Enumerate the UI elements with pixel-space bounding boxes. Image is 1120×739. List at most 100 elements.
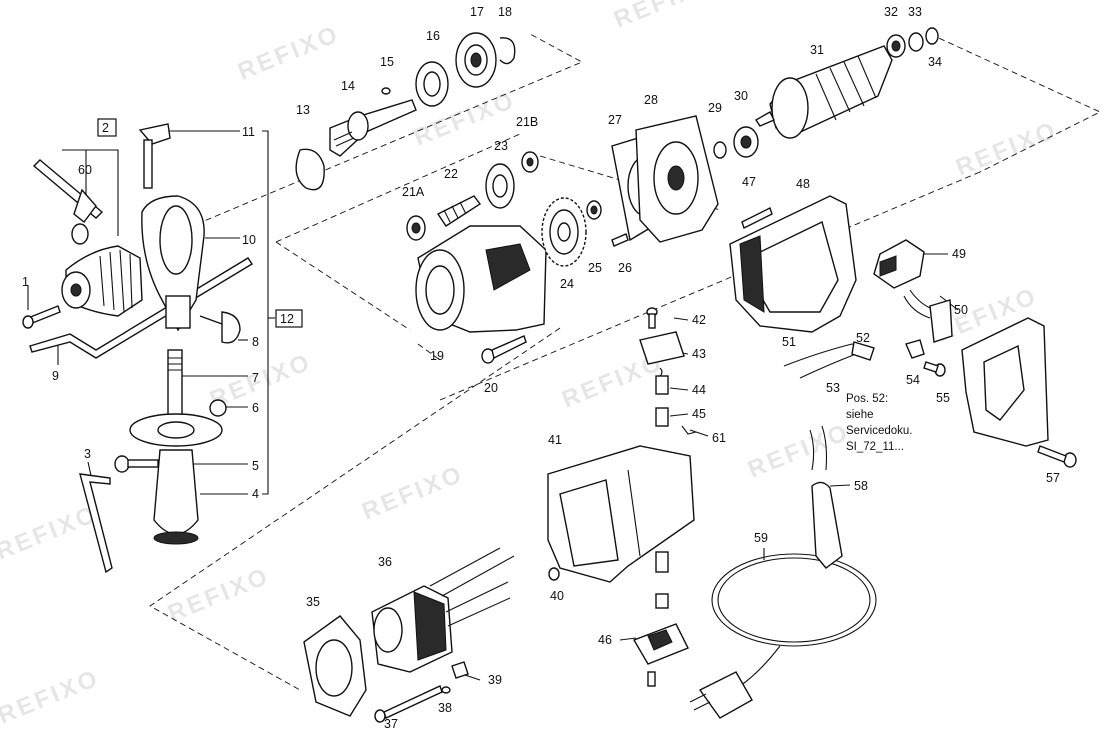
part-label: 53 bbox=[826, 381, 840, 395]
screw-42 bbox=[646, 307, 658, 329]
part-label: 29 bbox=[708, 101, 722, 115]
service-note: Pos. 52: siehe Servicedoku. SI_72_11... bbox=[846, 393, 912, 453]
part-label: 41 bbox=[548, 433, 562, 447]
key-15 bbox=[381, 87, 391, 95]
part-label: 17 bbox=[470, 5, 484, 19]
spring-61 bbox=[681, 425, 697, 435]
part-label: 46 bbox=[598, 633, 612, 647]
part-label: 37 bbox=[384, 717, 398, 731]
part-label: 48 bbox=[796, 177, 810, 191]
part-label: 18 bbox=[498, 5, 512, 19]
gear-24 bbox=[541, 197, 587, 267]
depth-stop-rod bbox=[29, 257, 253, 359]
screw-20 bbox=[481, 335, 527, 364]
part-label: 38 bbox=[438, 701, 452, 715]
circlip-18 bbox=[499, 37, 516, 65]
part-label: 24 bbox=[560, 277, 574, 291]
handle-cover-56 bbox=[961, 317, 1049, 447]
part-label: 61 bbox=[712, 431, 726, 445]
part-label: 13 bbox=[296, 103, 310, 117]
part-label: 47 bbox=[742, 175, 756, 189]
nut-6 bbox=[209, 399, 227, 417]
part-label: 20 bbox=[484, 381, 498, 395]
part-label: 36 bbox=[378, 555, 392, 569]
part-label: 45 bbox=[692, 407, 706, 421]
part-label: 15 bbox=[380, 55, 394, 69]
pin-26 bbox=[611, 233, 629, 247]
brush-set-lower bbox=[655, 551, 669, 609]
brush-44 bbox=[655, 367, 669, 395]
bearing-17 bbox=[455, 32, 497, 88]
bearing-plate-28 bbox=[635, 115, 719, 243]
label-box bbox=[275, 309, 303, 328]
cable-51-53 bbox=[783, 341, 875, 379]
part-label: 19 bbox=[430, 349, 444, 363]
clamp-ring bbox=[141, 195, 205, 332]
part-label: 21A bbox=[402, 185, 425, 199]
side-handle-4 bbox=[129, 413, 223, 545]
watermark: REFIXO bbox=[0, 500, 102, 565]
motor-housing-41 bbox=[547, 445, 695, 583]
part-label: 52 bbox=[856, 331, 870, 345]
bearing-30 bbox=[733, 126, 759, 158]
part-label: 33 bbox=[908, 5, 922, 19]
screw-40 bbox=[548, 567, 560, 581]
watermark: REFIXO bbox=[358, 460, 468, 525]
watermark: REFIXO bbox=[610, 0, 720, 34]
ring-34 bbox=[925, 27, 939, 45]
part-label: 59 bbox=[754, 531, 768, 545]
capacitor-50 bbox=[903, 289, 953, 343]
bearing-21B bbox=[521, 151, 539, 173]
part-label: 57 bbox=[1046, 471, 1060, 485]
part-label: 34 bbox=[928, 55, 942, 69]
part-label: 14 bbox=[341, 79, 355, 93]
screw-1 bbox=[22, 305, 61, 329]
part-label: 49 bbox=[952, 247, 966, 261]
washer-33 bbox=[908, 32, 924, 52]
washer-16 bbox=[415, 61, 449, 107]
part-label: 44 bbox=[692, 383, 706, 397]
part-label: 58 bbox=[854, 479, 868, 493]
gear-23 bbox=[485, 163, 515, 209]
handle-housing-48 bbox=[729, 195, 857, 333]
cable-guard-58 bbox=[809, 425, 843, 569]
part-label: 22 bbox=[444, 167, 458, 181]
part-label: 42 bbox=[692, 313, 706, 327]
screw-11 bbox=[138, 123, 171, 189]
part-label: 1 bbox=[22, 275, 29, 289]
screw-46b bbox=[647, 671, 656, 687]
gear-housing-19 bbox=[415, 225, 547, 333]
watermark: REFIXO bbox=[952, 116, 1062, 181]
part-label: 7 bbox=[252, 371, 259, 385]
note-line: Pos. 52: bbox=[846, 393, 888, 405]
brush-holder-43 bbox=[639, 331, 685, 365]
part-label: 60 bbox=[78, 163, 92, 177]
screw-55 bbox=[923, 361, 946, 377]
pinion-22 bbox=[436, 195, 482, 227]
part-label: 21B bbox=[516, 115, 538, 129]
spring-47 bbox=[741, 207, 773, 229]
assembly-lines bbox=[149, 33, 1102, 691]
washer-38 bbox=[441, 686, 451, 694]
screw-57 bbox=[1037, 445, 1077, 468]
part-label: 35 bbox=[306, 595, 320, 609]
part-label: 3 bbox=[84, 447, 91, 461]
armature-31 bbox=[755, 45, 893, 139]
nut-39 bbox=[451, 661, 469, 679]
leader-lines bbox=[27, 130, 959, 681]
part-label: 5 bbox=[252, 459, 259, 473]
field-winding-36 bbox=[371, 547, 515, 673]
part-label: 31 bbox=[810, 43, 824, 57]
part-label: 2 bbox=[102, 121, 109, 135]
part-label: 28 bbox=[644, 93, 658, 107]
chuck-key bbox=[32, 159, 104, 245]
part-label: 23 bbox=[494, 139, 508, 153]
part-label: 16 bbox=[426, 29, 440, 43]
part-label: 43 bbox=[692, 347, 706, 361]
part-label: 27 bbox=[608, 113, 622, 127]
part-label: 30 bbox=[734, 89, 748, 103]
part-label: 39 bbox=[488, 673, 502, 687]
bushing-29 bbox=[713, 141, 727, 159]
